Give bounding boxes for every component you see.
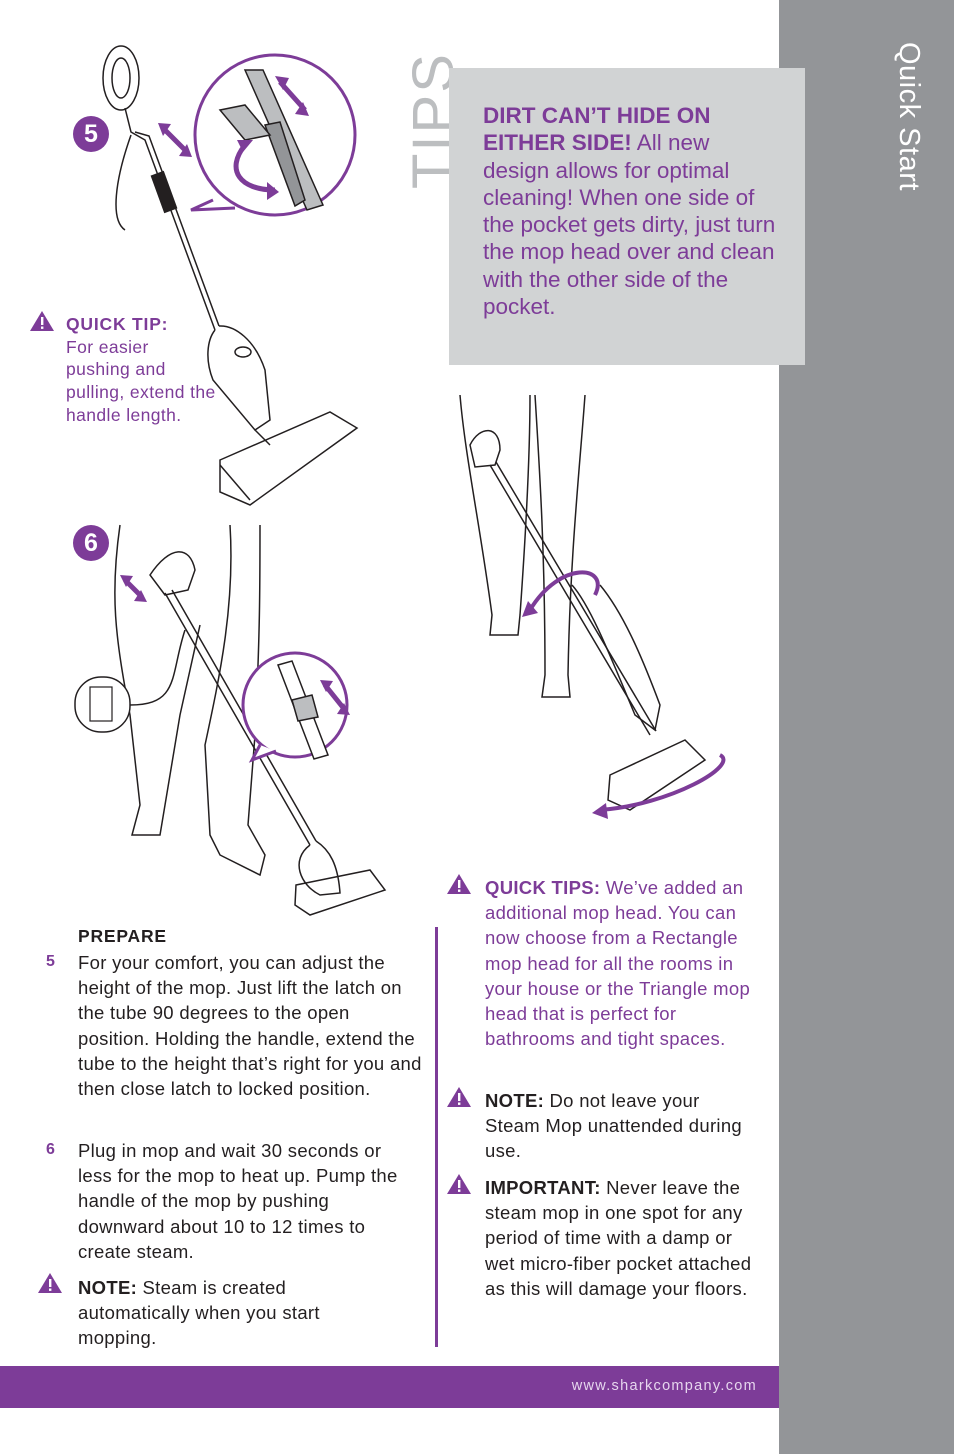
sidebar-title: Quick Start bbox=[893, 42, 925, 191]
note-right-label: NOTE: bbox=[485, 1090, 545, 1111]
step-6-badge: 6 bbox=[73, 525, 109, 561]
quick-tip: QUICK TIP: For easier pushing and pullin… bbox=[66, 313, 216, 427]
step-6-text: Plug in mop and wait 30 seconds or less … bbox=[78, 1140, 398, 1262]
tips-bold: DIRT CAN’T HIDE ON EITHER SIDE! bbox=[483, 103, 711, 156]
quick-tips-label: QUICK TIPS: bbox=[485, 877, 601, 898]
warning-icon bbox=[447, 874, 471, 894]
note-left-label: NOTE: bbox=[78, 1277, 138, 1298]
note-right: NOTE: Do not leave your Steam Mop unatte… bbox=[485, 1088, 755, 1164]
warning-icon bbox=[30, 311, 54, 331]
mop-adjust-illustration bbox=[102, 45, 359, 506]
prepare-heading: PREPARE bbox=[78, 926, 167, 946]
step-6-number: 6 bbox=[46, 1141, 55, 1158]
important-text: Never leave the steam mop in one spot fo… bbox=[485, 1177, 752, 1299]
divider-line bbox=[435, 927, 438, 1347]
important-label: IMPORTANT: bbox=[485, 1177, 601, 1198]
important-note: IMPORTANT: Never leave the steam mop in … bbox=[485, 1175, 761, 1301]
note-left-text: Steam is created automatically when you … bbox=[78, 1277, 320, 1349]
step-5-number: 5 bbox=[46, 953, 55, 970]
warning-icon bbox=[447, 1174, 471, 1194]
quick-tips-text: We’ve added an additional mop head. You … bbox=[485, 877, 751, 1050]
quick-tips-right: QUICK TIPS: We’ve added an additional mo… bbox=[485, 875, 761, 1051]
quick-tip-text: For easier pushing and pulling, extend t… bbox=[66, 336, 216, 425]
step-5-badge: 5 bbox=[73, 116, 109, 152]
warning-icon bbox=[447, 1087, 471, 1107]
warning-icon bbox=[38, 1273, 62, 1293]
tips-box: DIRT CAN’T HIDE ON EITHER SIDE! All new … bbox=[449, 68, 805, 365]
note-left: NOTE: Steam is created automatically whe… bbox=[78, 1275, 378, 1351]
quick-tip-label: QUICK TIP: bbox=[66, 314, 169, 334]
footer-url[interactable]: www.sharkcompany.com bbox=[571, 1378, 757, 1394]
step-5-text: For your comfort, you can adjust the hei… bbox=[78, 952, 422, 1100]
note-right-text: Do not leave your Steam Mop unattended d… bbox=[485, 1090, 742, 1162]
flip-mop-illustration bbox=[459, 394, 726, 819]
plug-in-illustration bbox=[74, 524, 387, 916]
tips-body: All new design allows for optimal cleani… bbox=[483, 130, 776, 320]
footer-bar: www.sharkcompany.com bbox=[0, 1366, 779, 1408]
sidebar bbox=[779, 0, 954, 1454]
